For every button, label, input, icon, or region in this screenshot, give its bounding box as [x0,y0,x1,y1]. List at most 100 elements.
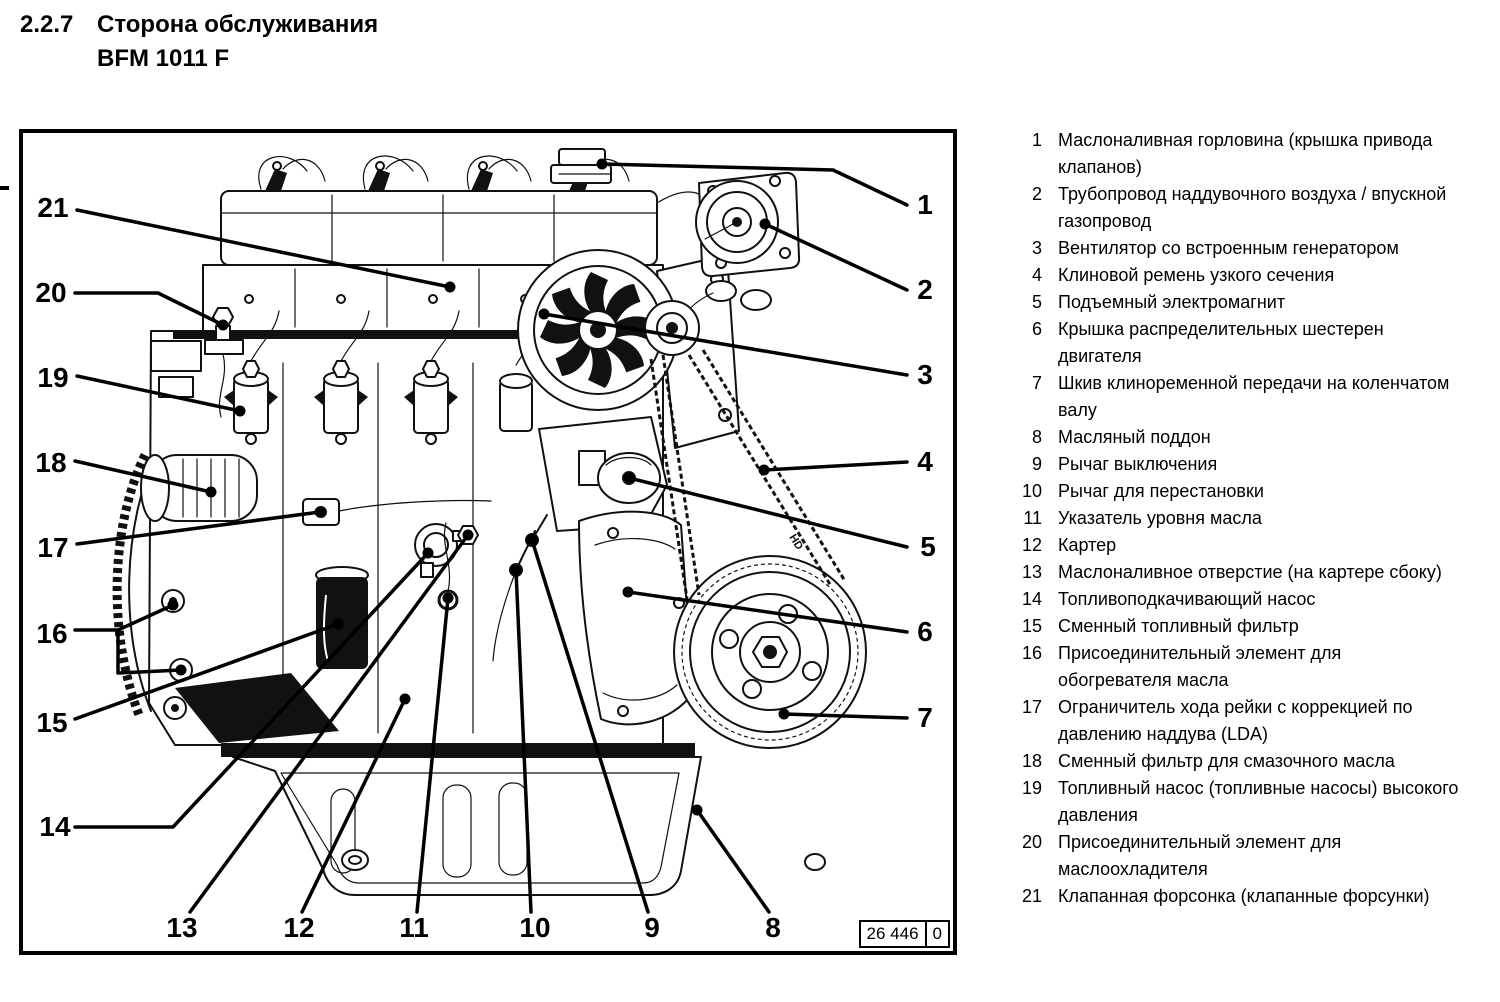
legend-item-text: Рычаг для перестановки [1058,481,1264,501]
section-heading: 2.2.7 Сторона обслуживания BFM 1011 F [20,8,378,76]
leader-line-6 [626,590,909,634]
leader-line-5 [627,476,909,549]
legend-item-text: Ограничитель хода рейки с коррекцией по … [1058,697,1413,744]
callout-21: 21 [37,192,69,223]
legend-item-text: Топливоподкачивающий насос [1058,589,1316,609]
legend-item-number: 18 [1021,751,1042,771]
callout-20: 20 [35,277,67,308]
leader-line-20 [73,291,225,327]
callout-13: 13 [166,912,198,943]
callout-1: 1 [917,189,933,220]
leader-dot-20 [217,319,229,331]
leader-dot-6 [622,586,634,598]
legend-item: 16 Присоединительный элемент для обогрев… [1010,640,1480,694]
legend-item: 9 Рычаг выключения [1010,451,1480,478]
belt-marking: HD [786,532,805,552]
callout-10: 10 [519,912,551,943]
leader-dot-16 [167,599,179,611]
legend-item: 10 Рычаг для перестановки [1010,478,1480,505]
oil-pan [221,743,826,896]
legend-item-number: 14 [1021,589,1042,609]
leader-line-14 [73,551,430,829]
oil-filler-neck [550,148,612,184]
legend-item-number: 4 [1031,265,1042,285]
callout-2: 2 [917,274,933,305]
legend-item-number: 2 [1031,184,1042,204]
valve-cover [220,155,706,266]
legend-item-text: Подъемный электромагнит [1058,292,1286,312]
leader-dot-7 [778,708,790,720]
legend-item-number: 19 [1021,778,1042,798]
figure-reference-box: 26 446 0 [858,920,950,948]
legend-item: 5 Подъемный электромагнит [1010,289,1480,316]
leader-line-19 [75,374,242,413]
legend-item-number: 10 [1021,481,1042,501]
leader-dot-18 [205,486,217,498]
leader-line-7 [782,712,909,720]
legend-item: 12 Картер [1010,532,1480,559]
leader-dot-12 [399,693,411,705]
legend-item-text: Присоединительный элемент для обогревате… [1058,643,1342,690]
legend-item-text: Клиновой ремень узкого сечения [1058,265,1335,285]
callout-16: 16 [36,618,68,649]
legend-item: 6 Крышка распределительных шестерен двиг… [1010,316,1480,370]
leader-line-9 [530,538,650,914]
callout-11: 11 [399,912,429,943]
legend-item: 19 Топливный насос (топливные насосы) вы… [1010,775,1480,829]
leader-line-10 [514,568,533,914]
leader-line-16 [116,628,183,675]
leader-line-21 [75,208,452,289]
legend-item: 1 Маслоналивная горловина (крышка привод… [1010,127,1480,181]
legend-item-number: 7 [1031,373,1042,393]
legend-item-text: Клапанная форсонка (клапанные форсунки) [1058,886,1430,906]
legend-item: 14 Топливоподкачивающий насос [1010,586,1480,613]
leader-dot-11 [442,592,454,604]
legend-item: 18 Сменный фильтр для смазочного масла [1010,748,1480,775]
leader-dot-5 [623,472,635,484]
legend-item: 13 Маслоналивное отверстие (на картере с… [1010,559,1480,586]
legend-item-number: 3 [1031,238,1042,258]
legend-item-number: 21 [1021,886,1042,906]
legend-item-number: 5 [1031,292,1042,312]
legend-item-number: 12 [1021,535,1042,555]
leader-dot-16 [175,664,187,676]
section-subtitle: BFM 1011 F [97,45,230,72]
section-number: 2.2.7 [20,11,74,38]
callout-7: 7 [917,702,933,733]
legend-item-text: Топливный насос (топливные насосы) высок… [1058,778,1459,825]
legend-item-text: Присоединительный элемент для маслоохлад… [1058,832,1342,879]
legend-item-text: Указатель уровня масла [1058,508,1262,528]
section-titles: Сторона обслуживания BFM 1011 F [97,8,378,76]
figure-reference-code: 26 446 [866,924,919,943]
intake-elbow [678,171,801,330]
leader-dot-19 [234,405,246,417]
leader-line-2 [763,222,909,292]
legend-item: 15 Сменный топливный фильтр [1010,613,1480,640]
leader-line-13 [188,533,470,914]
leader-line-18 [73,459,213,494]
legend-item: 11 Указатель уровня масла [1010,505,1480,532]
leader-dot-21 [444,281,456,293]
fuel-filter [315,566,369,669]
figure-reference-revision: 0 [924,922,948,946]
legend-item: 17 Ограничитель хода рейки с коррекцией … [1010,694,1480,748]
leader-line-11 [415,596,450,914]
injection-pumps [224,310,543,445]
crankshaft-pulley [673,555,867,749]
leader-dot-17 [314,506,326,518]
leader-dot-3 [538,308,550,320]
oil-cooler-connection [150,307,244,418]
legend-item-number: 11 [1023,508,1042,528]
callout-3: 3 [917,359,933,390]
callout-14: 14 [39,811,71,842]
legend-item: 4 Клиновой ремень узкого сечения [1010,262,1480,289]
leader-dot-8 [691,804,703,816]
leader-dot-13 [462,529,474,541]
leader-dot-1 [596,158,608,170]
legend-item-text: Масляный поддон [1058,427,1211,447]
leader-line-3 [542,312,909,377]
timing-cover [578,510,694,726]
callout-5: 5 [920,531,936,562]
fan-pulley [644,300,700,356]
legend-item: 3 Вентилятор со встроенным генератором [1010,235,1480,262]
